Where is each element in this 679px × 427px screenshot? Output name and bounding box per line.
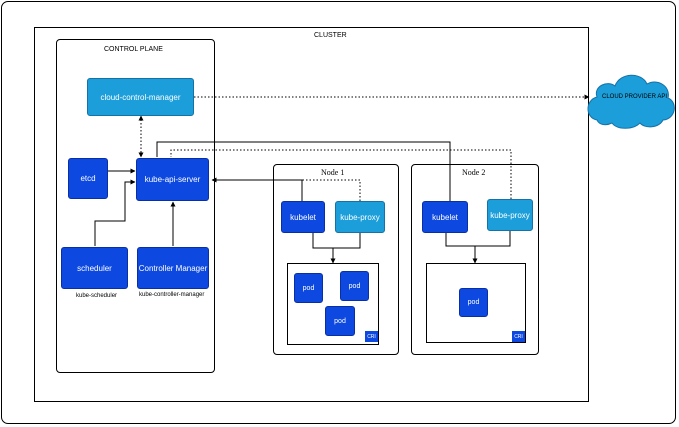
node-2-kubelet-box[interactable]: kubelet: [422, 201, 468, 233]
node-2-title: Node 2: [462, 168, 486, 177]
node-1-title: Node 1: [321, 168, 345, 177]
node-2-cri-badge: CRI: [512, 331, 525, 342]
kube-api-server-box[interactable]: kube-api-server: [136, 158, 209, 201]
controller-manager-box[interactable]: Controller Manager: [137, 247, 209, 289]
node-2-kube-proxy-box[interactable]: kube-proxy: [487, 199, 533, 231]
scheduler-box[interactable]: scheduler: [61, 247, 128, 289]
cloud-provider-label: CLOUD PROVIDER API: [602, 94, 668, 100]
node-1-pod-1[interactable]: pod: [294, 273, 323, 303]
node-1-pod-2[interactable]: pod: [340, 271, 369, 301]
cloud-control-manager-box[interactable]: cloud-control-manager: [87, 78, 194, 116]
controller-manager-caption: kube-controller-manager: [139, 292, 205, 298]
node-1-kubelet-box[interactable]: kubelet: [281, 201, 325, 233]
node-2-pod-1[interactable]: pod: [459, 288, 488, 317]
cluster-boundary: [34, 27, 589, 402]
etcd-box[interactable]: etcd: [68, 158, 108, 199]
node-1-pod-3[interactable]: pod: [325, 306, 355, 336]
node-1-kube-proxy-box[interactable]: kube-proxy: [335, 201, 385, 233]
node-1-cri-badge: CRI: [365, 331, 378, 342]
scheduler-caption: kube-scheduler: [76, 293, 118, 299]
control-plane-title: CONTROL PLANE: [104, 46, 163, 53]
cluster-label: CLUSTER: [314, 32, 347, 39]
cloud-provider-shape: [587, 74, 675, 129]
